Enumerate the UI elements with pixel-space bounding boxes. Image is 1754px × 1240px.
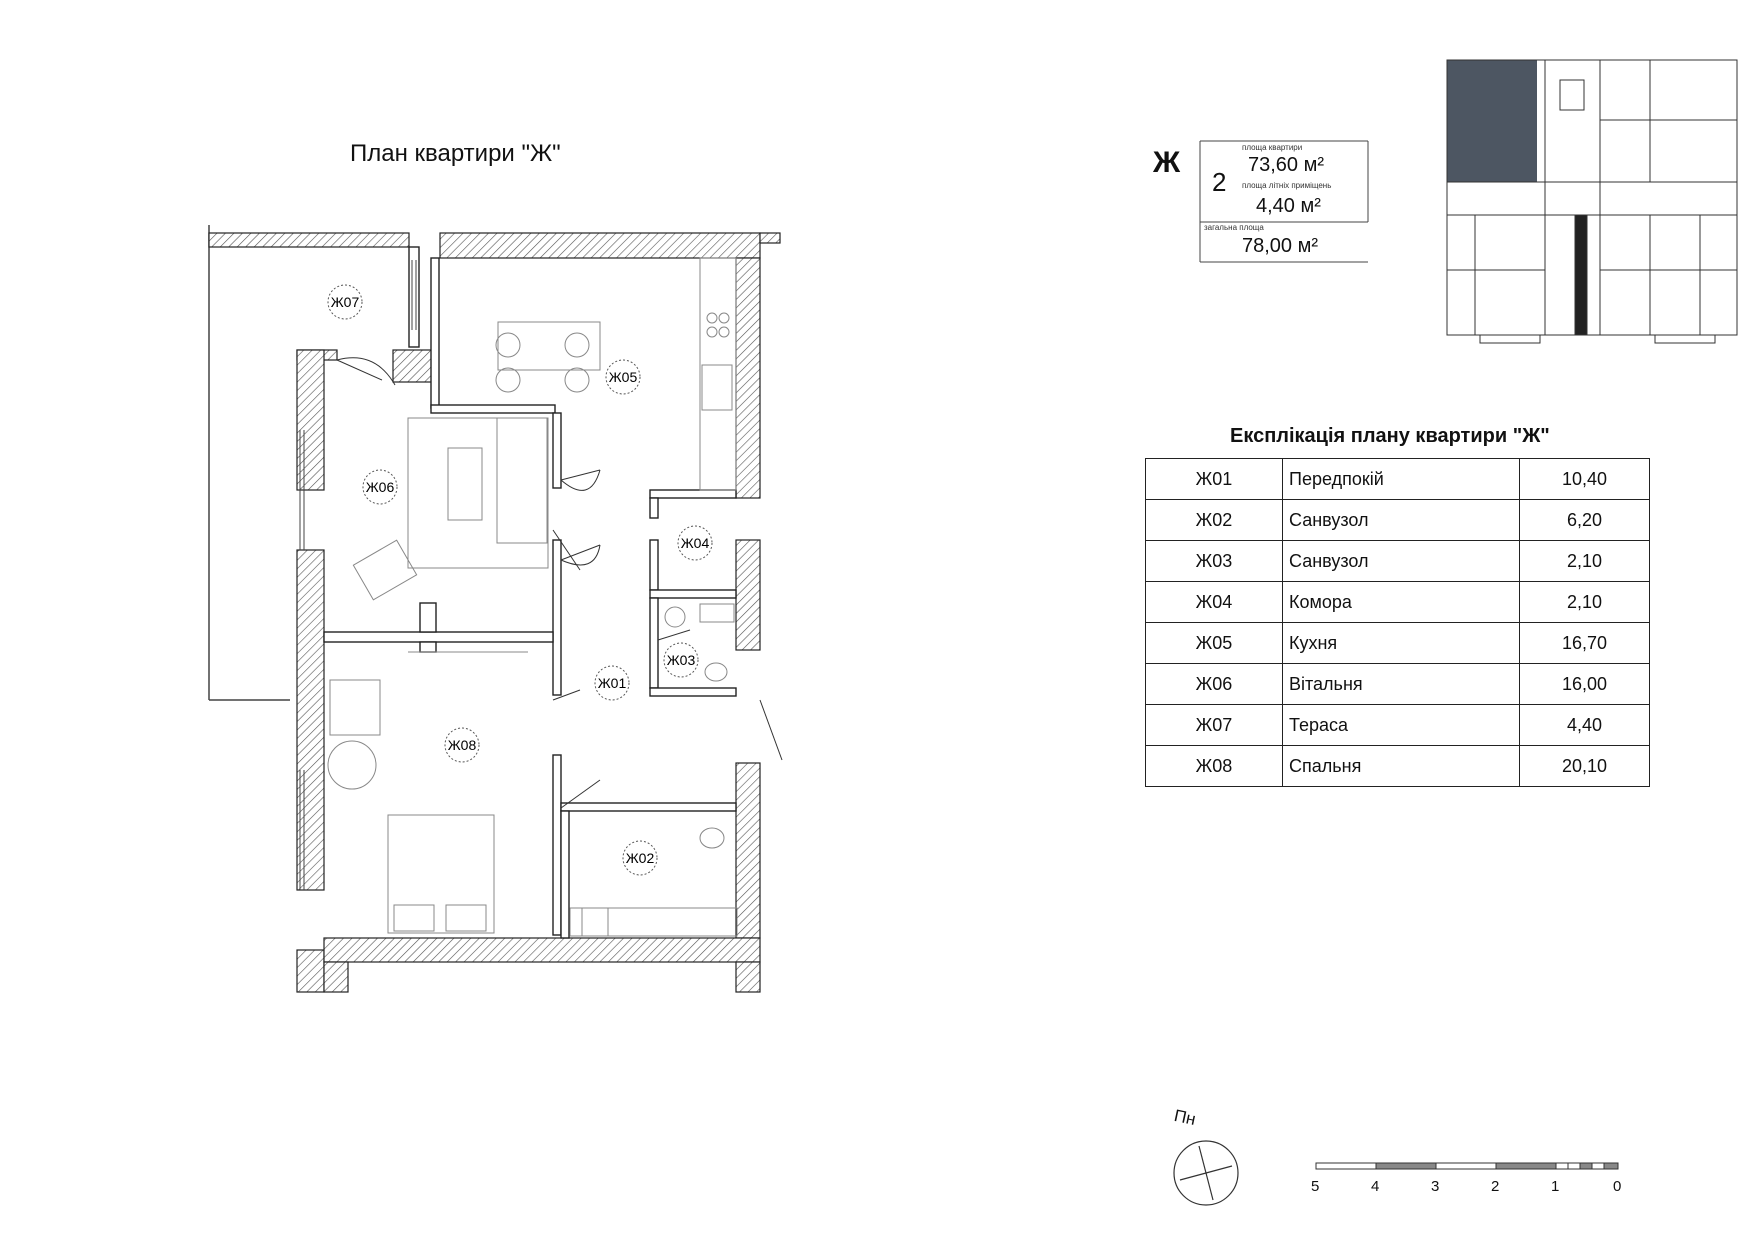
explication-code: Ж03 (1145, 540, 1283, 582)
room-tag-zh02: Ж02 (626, 850, 655, 866)
explication-name: Передпокій (1282, 458, 1520, 500)
furniture (327, 257, 738, 937)
summary-summer-area-label: площа літніх приміщень (1242, 181, 1332, 190)
summary-apartment-area-label: площа квартири (1242, 143, 1303, 152)
explication-code: Ж05 (1145, 622, 1283, 664)
room-tag-zh03: Ж03 (667, 652, 696, 668)
compass-north-label: Пн (1172, 1105, 1198, 1130)
explication-name: Санвузол (1282, 499, 1520, 541)
explication-name: Спальня (1282, 745, 1520, 787)
explication-code: Ж08 (1145, 745, 1283, 787)
key-plan-highlight (1447, 60, 1537, 182)
terrace-outline (208, 225, 290, 701)
room-tag-zh07: Ж07 (331, 294, 360, 310)
explication-area: 20,10 (1519, 745, 1650, 787)
scale-label: 4 (1371, 1178, 1380, 1195)
room-tag-zh06: Ж06 (366, 479, 395, 495)
explication-area: 6,20 (1519, 499, 1650, 541)
room-tag-zh04: Ж04 (681, 535, 710, 551)
summary-box-lines (1199, 140, 1369, 263)
key-plan (1446, 59, 1738, 344)
room-tags: Ж07 Ж05 Ж06 Ж04 Ж03 Ж01 Ж08 Ж02 (327, 284, 713, 876)
explication-name: Санвузол (1282, 540, 1520, 582)
scale-label: 0 (1613, 1178, 1622, 1195)
explication-name: Комора (1282, 581, 1520, 623)
explication-area: 16,70 (1519, 622, 1650, 664)
explication-area: 16,00 (1519, 663, 1650, 705)
scale-label: 1 (1551, 1178, 1560, 1195)
explication-area: 2,10 (1519, 581, 1650, 623)
plan-title: План квартири "Ж" (350, 140, 561, 167)
explication-code: Ж02 (1145, 499, 1283, 541)
explication-code: Ж01 (1145, 458, 1283, 500)
explication-area: 10,40 (1519, 458, 1650, 500)
scale-label: 2 (1491, 1178, 1500, 1195)
summary-total-area: 78,00 м² (1242, 235, 1319, 257)
explication-code: Ж04 (1145, 581, 1283, 623)
scale-label: 3 (1431, 1178, 1440, 1195)
summary-rooms-count: 2 (1212, 167, 1227, 197)
explication-code: Ж07 (1145, 704, 1283, 746)
doors (336, 357, 783, 809)
interior-walls (323, 246, 737, 939)
scale-bar (1315, 1162, 1619, 1170)
compass (1173, 1140, 1239, 1206)
room-tag-zh01: Ж01 (598, 675, 627, 691)
explication-area: 4,40 (1519, 704, 1650, 746)
explication-code: Ж06 (1145, 663, 1283, 705)
summary-apartment-letter: Ж (1153, 146, 1181, 179)
explication-name: Тераса (1282, 704, 1520, 746)
summary-summer-area: 4,40 м² (1256, 195, 1321, 217)
windows (299, 260, 417, 890)
explication-area: 2,10 (1519, 540, 1650, 582)
scale-label: 5 (1311, 1178, 1320, 1195)
explication-name: Кухня (1282, 622, 1520, 664)
explication-title: Експлікація плану квартири "Ж" (1230, 425, 1550, 447)
summary-apartment-area: 73,60 м² (1248, 154, 1325, 176)
room-tag-zh05: Ж05 (609, 369, 638, 385)
walls (208, 232, 781, 993)
room-tag-zh08: Ж08 (448, 737, 477, 753)
explication-name: Вітальня (1282, 663, 1520, 705)
summary-box: 2 площа квартири 73,60 м² площа літніх п… (1200, 141, 1370, 261)
summary-total-area-label: загальна площа (1204, 223, 1264, 232)
